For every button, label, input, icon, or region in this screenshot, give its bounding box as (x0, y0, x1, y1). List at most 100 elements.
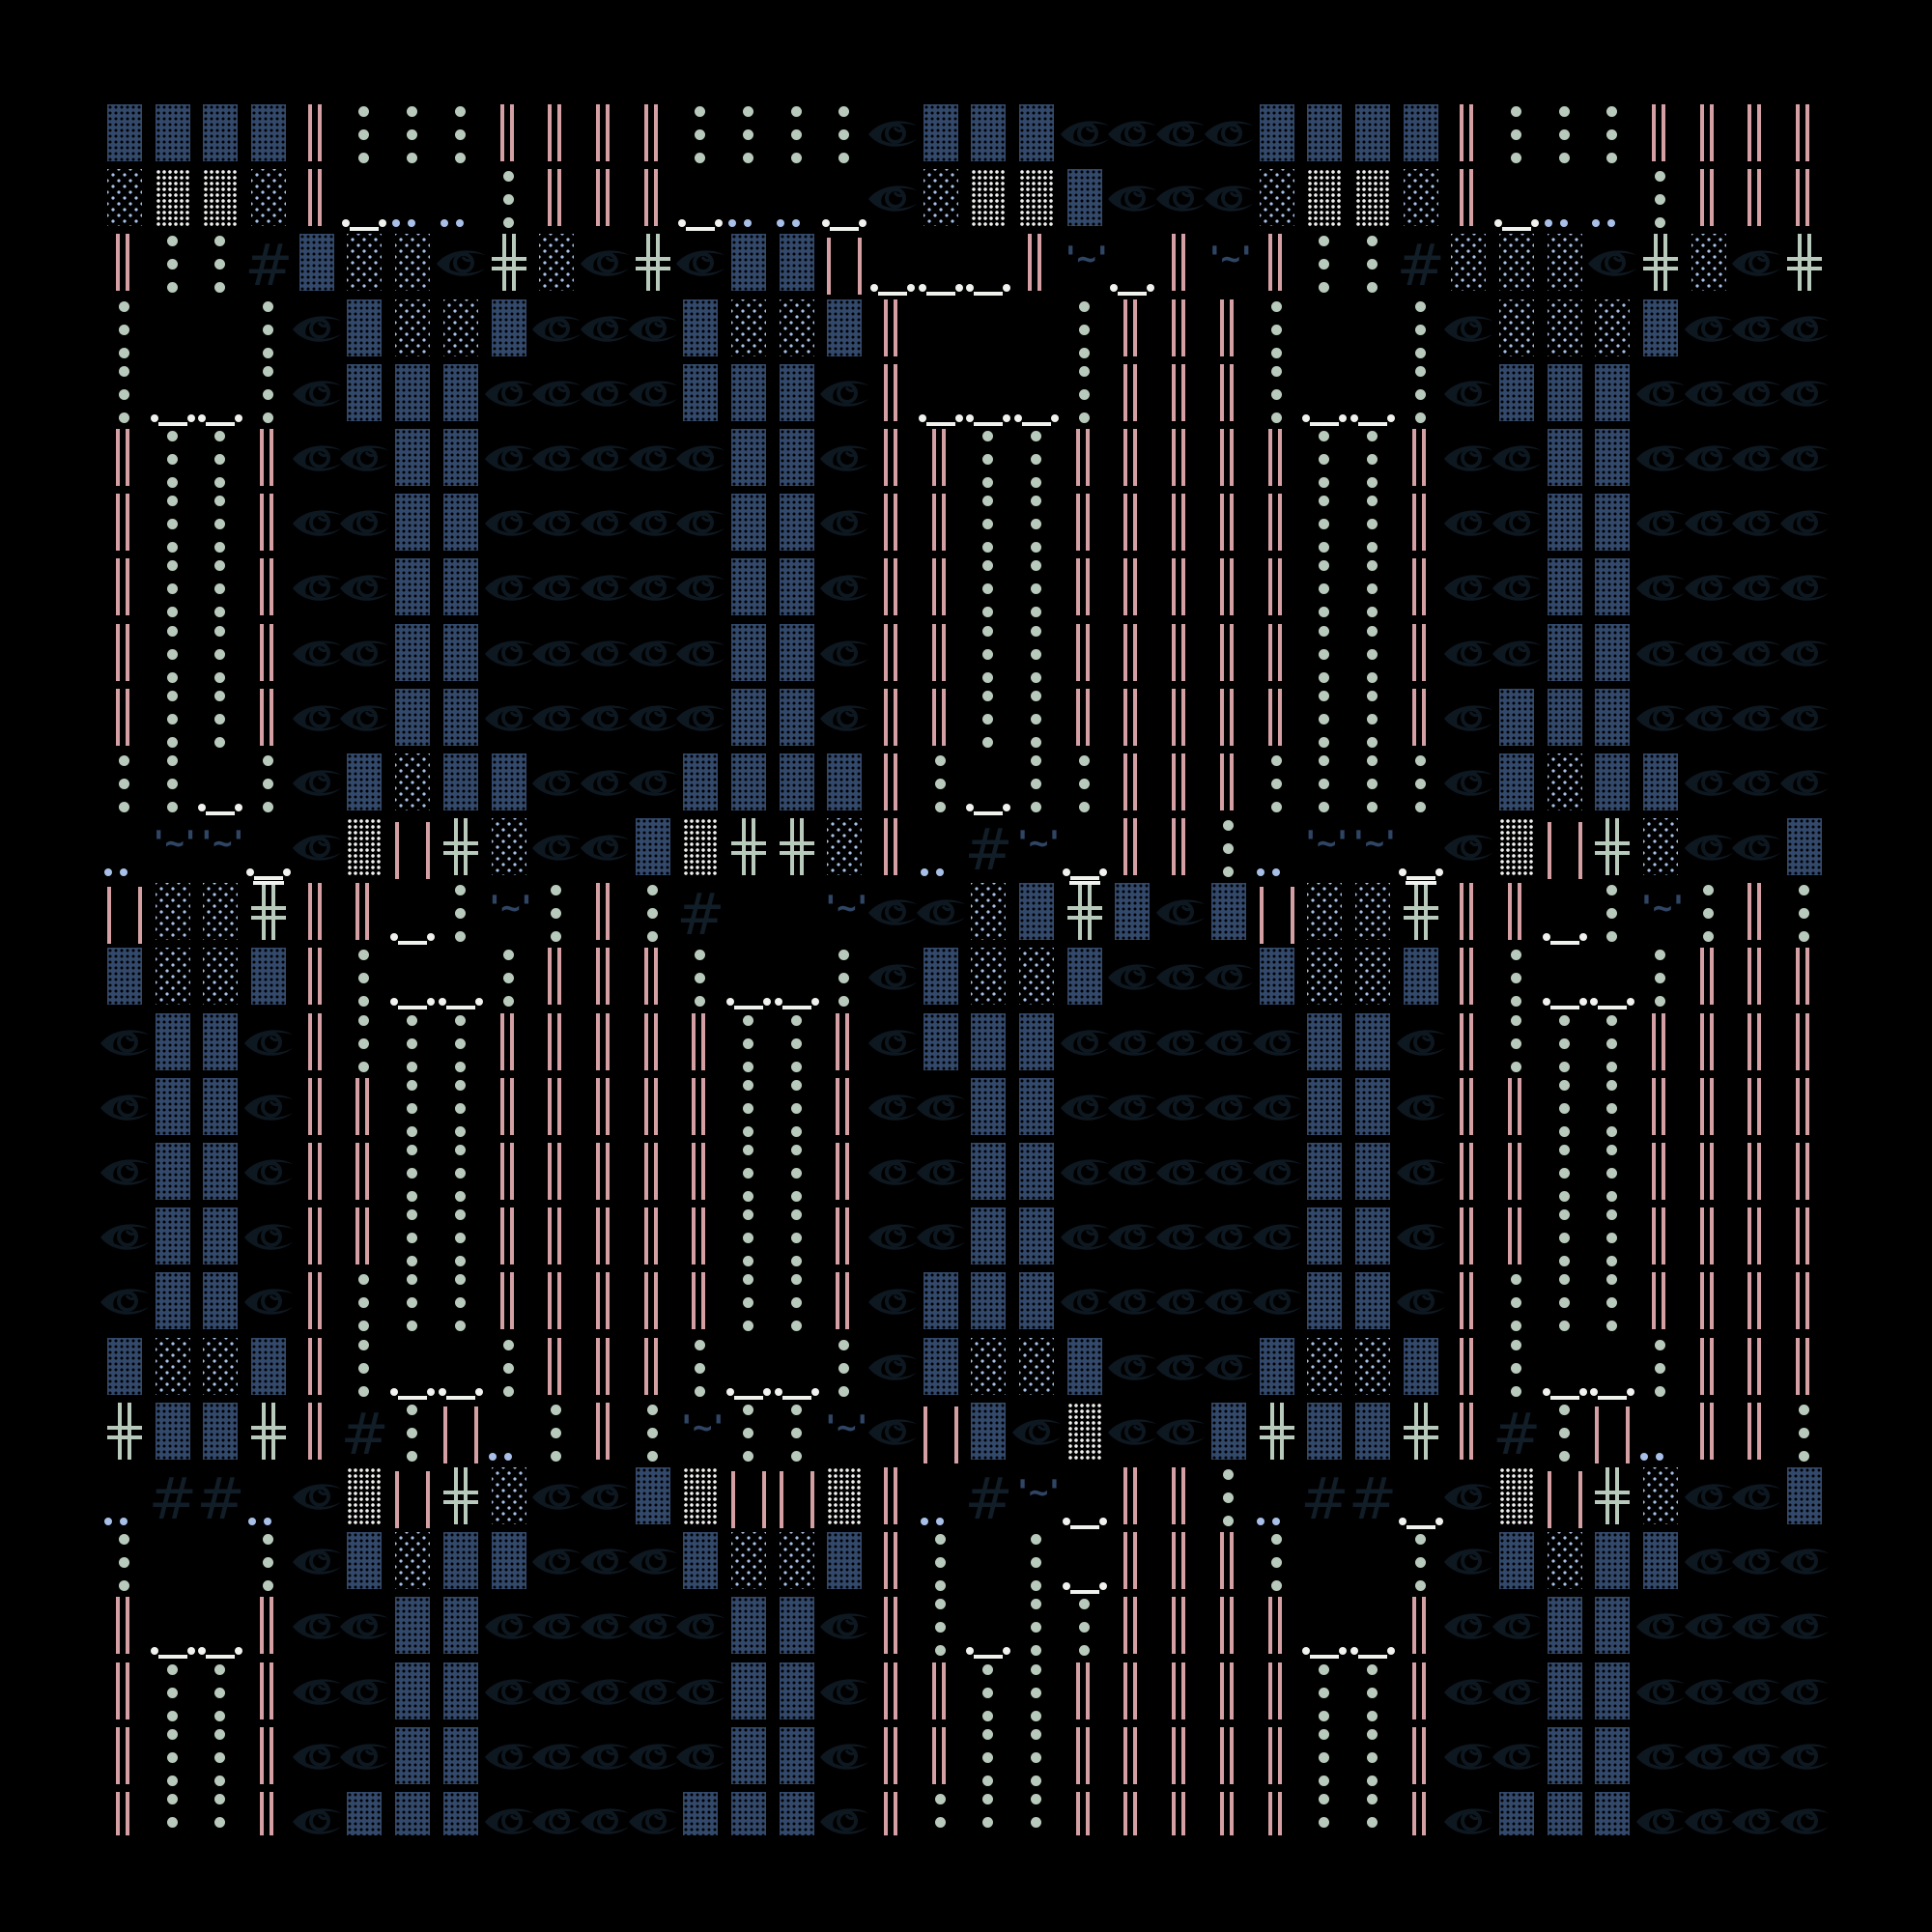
dot (982, 1728, 994, 1740)
eye-shape (484, 639, 533, 667)
double-vertical-bar-fill (1460, 1337, 1474, 1395)
double-vertical-bar-glyph (581, 1268, 629, 1333)
dark-shade-block-fill (1595, 1532, 1631, 1590)
underscore (1310, 421, 1340, 426)
double-vertical-bar-fill (1123, 363, 1138, 421)
double-vertical-bar-glyph (1780, 1268, 1829, 1333)
eye-shape (628, 381, 677, 407)
stroke (442, 1499, 478, 1504)
double-vertical-bar-glyph (244, 1723, 293, 1788)
dot (742, 1321, 753, 1332)
dark-shade-block-glyph (485, 1528, 533, 1593)
vertical-ellipsis-glyph (437, 1009, 485, 1074)
dark-shade-block-glyph (964, 1009, 1012, 1074)
dark-shade-block-glyph (1541, 554, 1589, 619)
double-vertical-bar-glyph (629, 100, 677, 165)
double-vertical-bar-fill (1172, 234, 1186, 292)
vertical-ellipsis-glyph (1397, 360, 1445, 425)
eye-shape (916, 1094, 965, 1121)
eye-shape (580, 1744, 629, 1770)
light-shade-block-glyph (1588, 296, 1636, 360)
dot (1606, 1145, 1618, 1155)
eye-icon (1156, 1399, 1206, 1463)
stroke (779, 851, 814, 856)
vertical-ellipsis-glyph (149, 490, 197, 554)
stroke (751, 818, 755, 876)
eye-shape (532, 1808, 582, 1834)
vertical-ellipsis-glyph (964, 620, 1012, 685)
double-vertical-bar-fill (643, 1012, 658, 1070)
dot (1544, 219, 1552, 228)
dot (214, 736, 226, 748)
dark-shade-block-fill (1354, 1012, 1390, 1070)
eye-icon (1252, 1204, 1301, 1268)
eye-shape (1060, 1094, 1109, 1121)
double-vertical-bar-fill (1460, 169, 1474, 227)
eye-shape (532, 510, 582, 536)
eye-icon (1156, 1009, 1206, 1074)
dot (358, 973, 370, 984)
eye-icon (1588, 230, 1637, 295)
dot (1031, 1599, 1042, 1610)
underscore (398, 941, 428, 946)
eye-shape (100, 1159, 149, 1185)
dot (1366, 671, 1378, 683)
stroke (635, 267, 670, 271)
underscore (157, 421, 187, 426)
dot (1606, 1079, 1618, 1091)
eye-icon (532, 814, 582, 879)
dark-shade-block-glyph (773, 1788, 821, 1835)
double-vertical-bar-glyph (1108, 1463, 1156, 1528)
dot (1078, 300, 1090, 312)
light-shade-block-glyph (532, 230, 581, 295)
eye-icon (292, 490, 341, 554)
dark-shade-block-glyph (340, 1788, 388, 1835)
double-vertical-bar-glyph (1061, 490, 1109, 554)
dot (407, 1233, 418, 1244)
dark-shade-block-fill (1354, 1143, 1390, 1200)
double-vertical-bar-fill (1172, 1726, 1186, 1784)
dot (1655, 1362, 1665, 1374)
eye-shape (1636, 575, 1685, 602)
dot (1031, 1557, 1042, 1569)
vertical-ellipsis-glyph (1253, 296, 1301, 360)
dot (982, 560, 994, 572)
light-shade-block-fill (1019, 948, 1055, 1006)
eye-shape (1444, 1678, 1493, 1705)
dot (982, 736, 994, 748)
double-vertical-bar-fill (260, 1662, 274, 1719)
double-vertical-bar-fill (836, 1143, 850, 1200)
smile-glyph-glyph (1397, 814, 1445, 881)
dot (1414, 1580, 1426, 1592)
dot (454, 1274, 466, 1286)
double-vertical-bar-glyph (1205, 296, 1253, 360)
eye-shape (532, 639, 582, 667)
vertical-ellipsis-glyph (388, 1204, 437, 1268)
eye-shape (628, 445, 677, 471)
eye-shape (916, 1224, 965, 1250)
dot (1366, 713, 1378, 724)
double-vertical-bar-glyph (1732, 1399, 1780, 1463)
double-vertical-bar-glyph (1444, 1399, 1492, 1463)
double-vertical-bar-glyph (868, 814, 917, 879)
vertical-ellipsis-glyph (388, 1074, 437, 1139)
dark-shade-block-fill (779, 623, 814, 681)
dot (1014, 413, 1023, 422)
dark-shade-block-glyph (773, 685, 821, 750)
eye-shape (916, 1159, 965, 1185)
vertical-ellipsis-glyph (244, 750, 293, 814)
double-cross-capped-glyph (1397, 879, 1445, 944)
double-vertical-bar-glyph (868, 1528, 917, 1593)
eye-icon (1444, 360, 1493, 425)
dot (1702, 885, 1714, 896)
dot (1051, 413, 1060, 422)
double-vertical-bar-glyph (1444, 1268, 1492, 1333)
dot (455, 219, 464, 228)
double-vertical-bar-glyph (100, 1659, 149, 1723)
double-cross-glyph (437, 1463, 485, 1528)
stroke (128, 1402, 131, 1460)
dot (1319, 625, 1330, 637)
dark-shade-block-glyph (1541, 1659, 1589, 1723)
double-vertical-bar-fill (548, 169, 562, 227)
smile-glyph-glyph (1541, 879, 1589, 946)
